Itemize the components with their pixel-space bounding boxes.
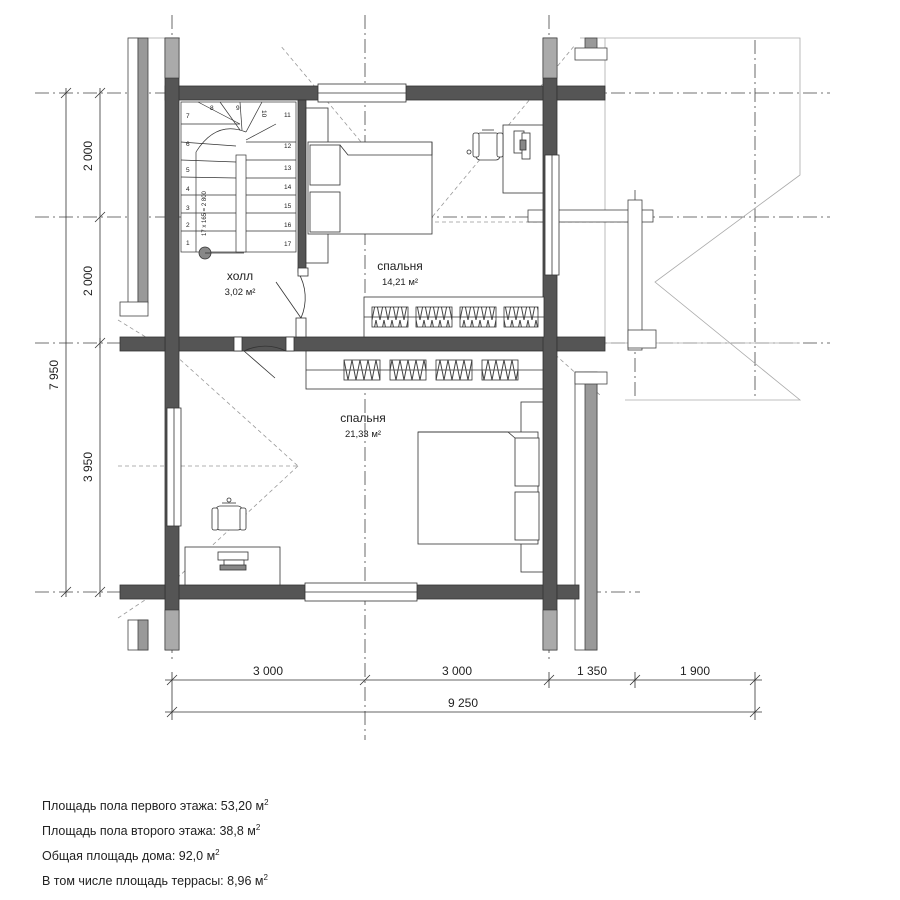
dim-left-2: 2 000 — [81, 266, 95, 296]
wall-ends — [164, 37, 558, 651]
step-number: 9 — [236, 105, 240, 112]
room-name-bedroom-large: спальня — [340, 411, 386, 425]
dim-bottom-3: 1 350 — [577, 664, 607, 678]
step-number: 2 — [186, 222, 190, 229]
note-total-area: Общая площадь дома: 92,0 м2 — [42, 848, 220, 864]
bed-large — [417, 401, 544, 573]
room-labels: холл 3,02 м² спальня 14,21 м² спальня 21… — [225, 259, 423, 440]
wardrobe-lower — [305, 350, 544, 390]
step-number: 8 — [210, 105, 214, 112]
step-number: 5 — [186, 167, 190, 174]
doors — [233, 267, 309, 379]
step-number: 10 — [260, 110, 267, 118]
stair-note: 17 x 165 = 2 800 — [202, 190, 208, 236]
chair-large-icon — [211, 497, 247, 531]
dim-left-1: 2 000 — [81, 141, 95, 171]
step-number: 7 — [186, 113, 190, 120]
right-railing — [574, 37, 608, 651]
dim-bottom-1: 3 000 — [253, 664, 283, 678]
dim-bottom-total: 9 250 — [448, 696, 478, 710]
dimension-lines-left — [60, 87, 106, 598]
chair-small-icon — [466, 129, 504, 161]
room-area-bedroom-small: 14,21 м² — [382, 277, 418, 288]
stair-step-numbers: 1 2 3 4 5 6 7 8 9 10 11 12 13 14 15 16 1… — [186, 105, 292, 248]
step-number: 16 — [284, 222, 292, 229]
dim-bottom-2: 3 000 — [442, 664, 472, 678]
dim-left-3: 3 950 — [81, 452, 95, 482]
windows — [166, 83, 560, 602]
area-notes: Площадь пола первого этажа: 53,20 м2 Пло… — [42, 792, 269, 893]
dimension-labels-bottom: 3 000 3 000 1 350 1 900 9 250 — [253, 664, 710, 710]
note-second-floor: Площадь пола второго этажа: 38,8 м2 — [42, 823, 261, 839]
desk-small — [502, 124, 544, 194]
dimension-lines-bottom — [165, 672, 762, 720]
room-name-hall: холл — [227, 269, 253, 283]
step-number: 17 — [284, 241, 292, 248]
step-number: 13 — [284, 165, 292, 172]
step-number: 15 — [284, 203, 292, 210]
left-railing — [119, 37, 149, 651]
step-number: 11 — [284, 112, 291, 119]
room-name-bedroom-small: спальня — [377, 259, 423, 273]
wardrobe-upper — [363, 296, 545, 338]
dim-bottom-4: 1 900 — [680, 664, 710, 678]
stairs — [180, 101, 297, 253]
step-number: 12 — [284, 143, 292, 150]
note-first-floor: Площадь пола первого этажа: 53,20 м2 — [42, 798, 269, 814]
step-number: 4 — [186, 186, 190, 193]
dim-left-total: 7 950 — [47, 360, 61, 390]
step-number: 1 — [186, 240, 190, 247]
step-number: 3 — [186, 205, 190, 212]
room-area-bedroom-large: 21,33 м² — [345, 429, 381, 440]
dimension-labels-left: 2 000 2 000 7 950 3 950 — [47, 141, 95, 482]
step-number: 14 — [284, 184, 292, 191]
desk-large — [184, 546, 281, 586]
room-area-hall: 3,02 м² — [225, 287, 256, 298]
step-number: 6 — [186, 141, 190, 148]
note-terrace-area: В том числе площадь террасы: 8,96 м2 — [42, 873, 268, 889]
bed-small — [305, 107, 433, 264]
